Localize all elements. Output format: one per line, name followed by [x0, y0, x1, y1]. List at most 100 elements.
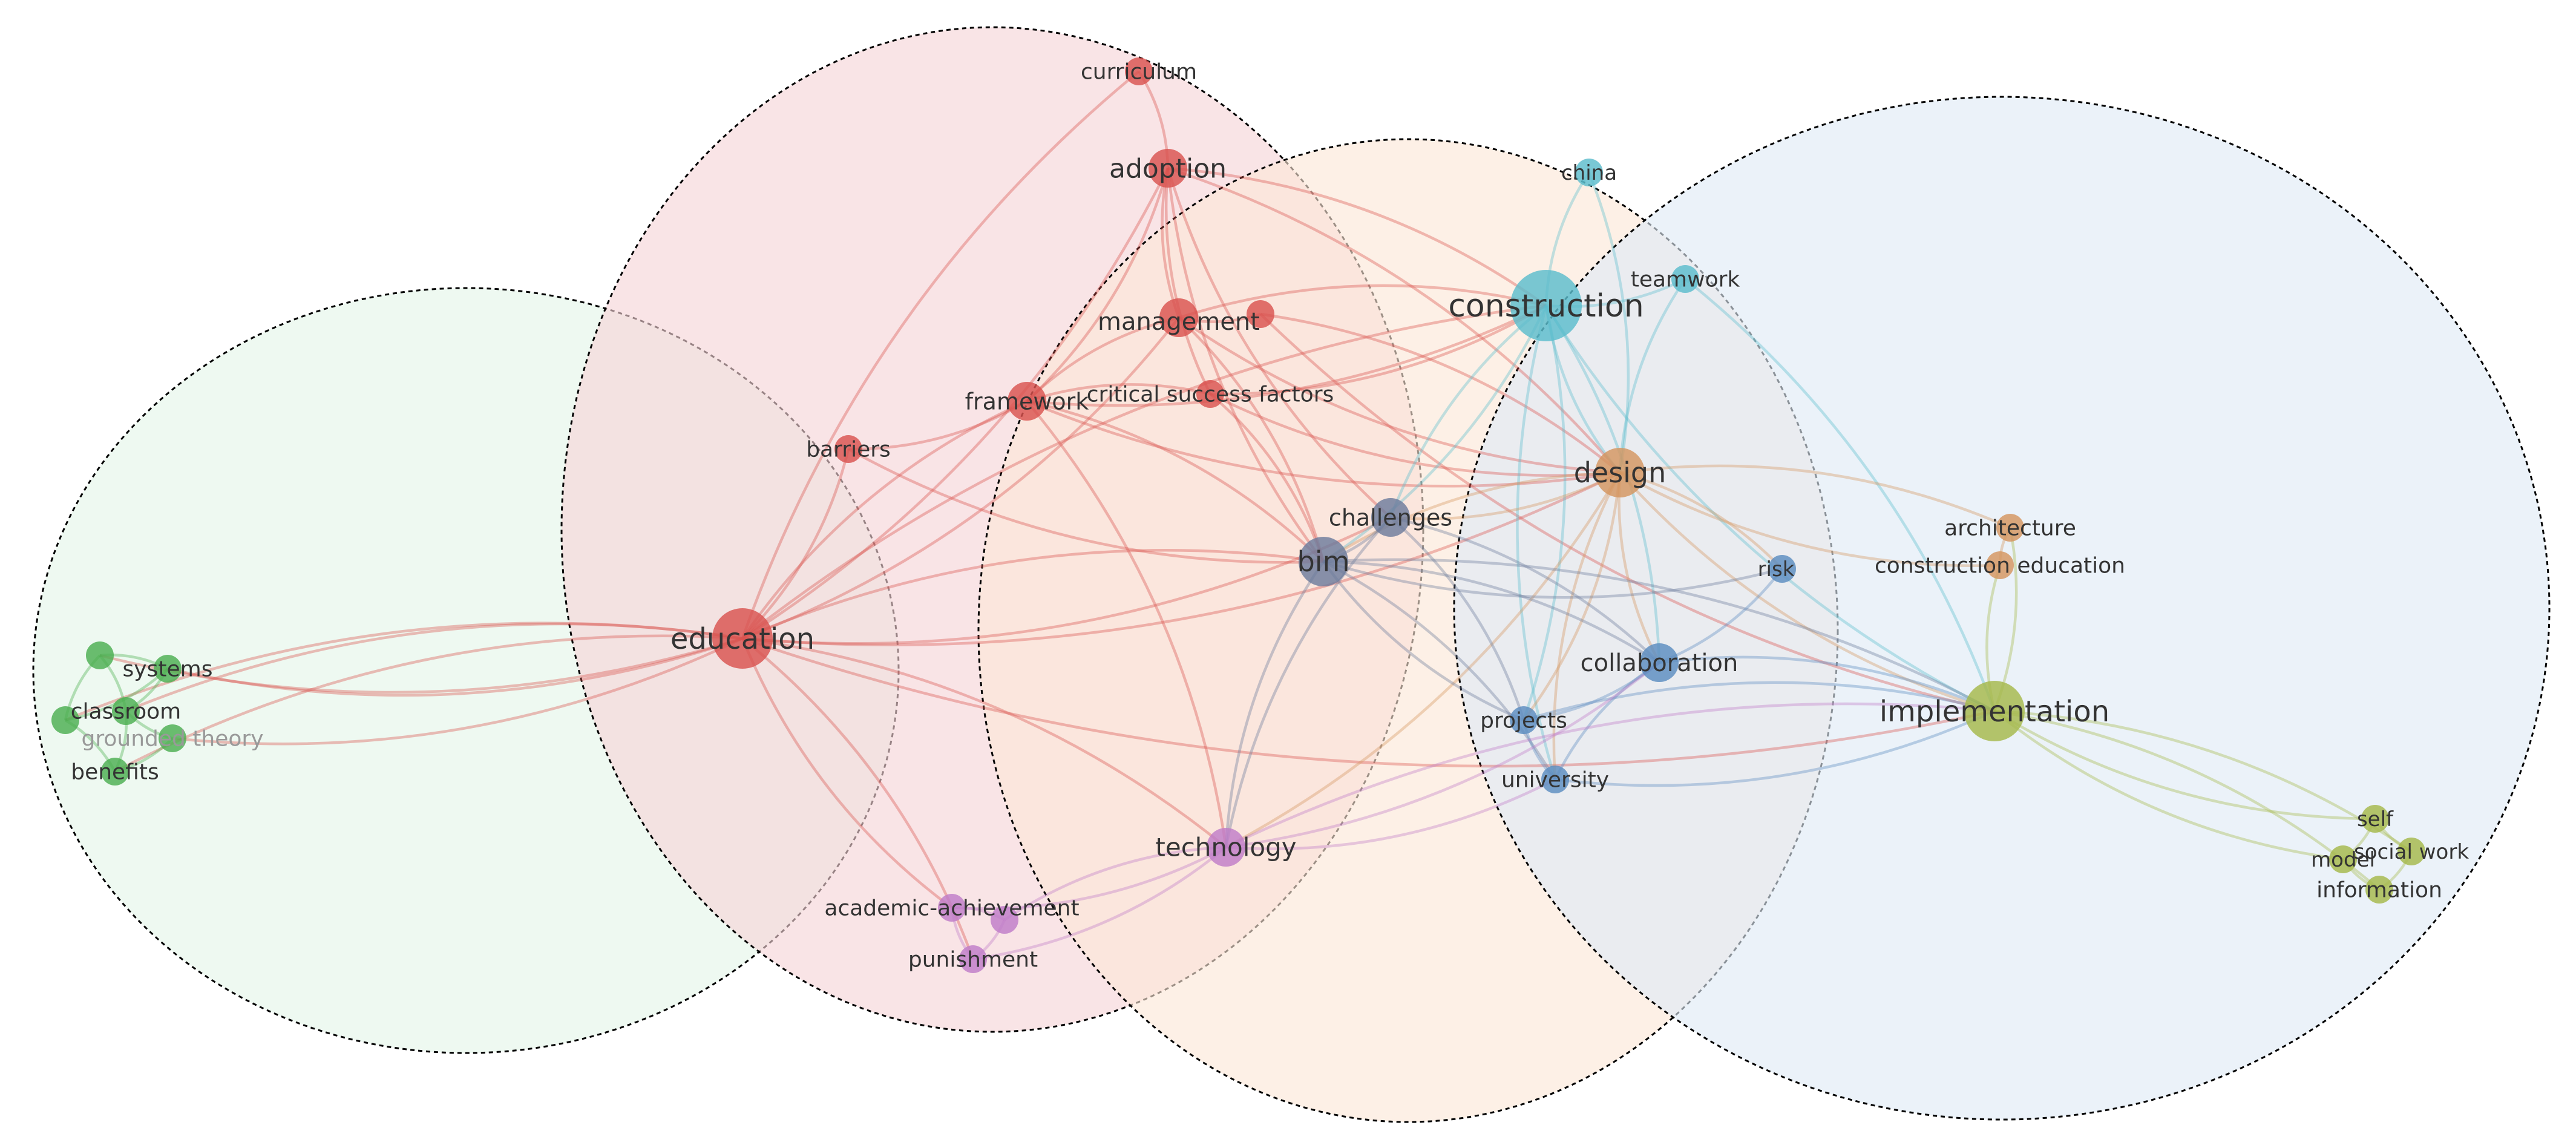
node-projects[interactable]: [1510, 706, 1538, 734]
edge-barriers-bim: [847, 448, 1324, 564]
label-risk: risk: [1758, 557, 1795, 582]
node-grounded-theory[interactable]: [159, 724, 186, 752]
edge-education-construction: [741, 304, 1547, 640]
edge-construction-projects: [1522, 305, 1567, 721]
node-university[interactable]: [1541, 766, 1569, 793]
label-systems: systems: [123, 657, 213, 682]
node-r-extra[interactable]: [1247, 300, 1274, 328]
node-p-extra[interactable]: [991, 906, 1018, 934]
edge-management-design: [1178, 317, 1621, 474]
node-construction[interactable]: [1510, 270, 1582, 341]
node-punishment[interactable]: [959, 945, 987, 973]
edge-construction-bim: [1322, 305, 1548, 563]
edges-layer: [64, 70, 2413, 961]
node-systems[interactable]: [154, 655, 182, 683]
edge-technology-p-extra: [1003, 845, 1227, 921]
label-collaboration: collaboration: [1581, 649, 1739, 677]
edge-design-construction-education: [1619, 471, 2001, 567]
node-barriers[interactable]: [834, 435, 862, 463]
edge-projects-implementation: [1523, 681, 1995, 722]
node-academic-achievement[interactable]: [938, 894, 966, 922]
edge-technology-academic-achievement: [951, 846, 1227, 910]
edge-r-extra-design: [1260, 312, 1621, 474]
label-academic-achievement: academic-achievement: [824, 896, 1079, 921]
edge-technology-punishment: [972, 846, 1227, 961]
edge-framework-bim: [1026, 399, 1325, 563]
node-management[interactable]: [1159, 298, 1198, 337]
node-china[interactable]: [1575, 159, 1603, 186]
label-framework: framework: [965, 388, 1089, 415]
edge-education-grounded-theory: [172, 637, 743, 746]
edge-collaboration-risk: [1659, 568, 1783, 664]
edge-adoption-education: [741, 167, 1170, 640]
edge-design-projects: [1522, 472, 1622, 721]
label-education: education: [670, 622, 814, 656]
label-bim: bim: [1297, 545, 1350, 578]
edge-management-framework: [1026, 316, 1179, 402]
edge-r-extra-implementation: [1259, 313, 1995, 713]
clusters-layer: [32, 26, 2551, 1123]
cluster-blue: [1453, 96, 2551, 1121]
edge-education-systems: [167, 637, 743, 697]
node-teamwork[interactable]: [1671, 265, 1699, 293]
node-model[interactable]: [2329, 845, 2357, 873]
edge-construction-implementation: [1545, 304, 1996, 713]
edge-challenges-technology: [1224, 516, 1392, 848]
node-information[interactable]: [2365, 876, 2393, 904]
edge-technology-implementation: [1225, 702, 1995, 849]
edge-education-g-extra1: [99, 637, 743, 694]
edge-education-management: [742, 317, 1180, 640]
label-construction-education: construction education: [1875, 554, 2125, 579]
edge-implementation-model: [1993, 710, 2344, 861]
node-collaboration[interactable]: [1640, 643, 1679, 682]
node-risk[interactable]: [1768, 555, 1796, 583]
edge-bim-implementation: [1323, 558, 1996, 712]
node-challenges[interactable]: [1371, 498, 1410, 537]
edge-design-university: [1552, 471, 1621, 780]
label-implementation: implementation: [1880, 695, 2109, 729]
label-management: management: [1098, 308, 1260, 336]
edge-adoption-design: [1167, 166, 1621, 474]
edge-implementation-social-work: [1994, 709, 2413, 853]
edge-critical-success-factors-design: [1209, 392, 1621, 477]
label-benefits: benefits: [71, 760, 159, 785]
edge-adoption-construction: [1167, 166, 1547, 307]
node-education[interactable]: [712, 608, 773, 669]
node-classroom[interactable]: [112, 697, 140, 725]
edge-critical-success-factors-bim: [1209, 393, 1325, 562]
node-implementation[interactable]: [1964, 681, 2025, 741]
edge-bim-technology: [1224, 560, 1325, 848]
node-design[interactable]: [1595, 448, 1645, 497]
node-social-work[interactable]: [2397, 838, 2425, 865]
node-g-extra2[interactable]: [51, 706, 79, 734]
label-critical-success-factors: critical success factors: [1087, 382, 1334, 407]
edge-adoption-framework: [1026, 168, 1170, 402]
edge-bim-projects: [1322, 560, 1524, 722]
edge-implementation-information: [1994, 709, 2381, 891]
node-self[interactable]: [2361, 805, 2389, 833]
node-architecture[interactable]: [1996, 514, 2024, 542]
label-information: information: [2316, 878, 2442, 903]
label-teamwork: teamwork: [1631, 267, 1740, 292]
label-construction: construction: [1448, 288, 1644, 324]
label-curriculum: curriculum: [1081, 60, 1197, 85]
edge-university-implementation: [1555, 709, 1995, 787]
node-curriculum[interactable]: [1125, 57, 1153, 85]
node-critical-success-factors[interactable]: [1196, 380, 1224, 408]
edge-adoption-critical-success-factors: [1164, 168, 1212, 395]
label-design: design: [1574, 456, 1667, 489]
edge-education-design: [742, 471, 1621, 646]
edge-education-academic-achievement: [741, 638, 953, 909]
edge-education-curriculum: [741, 70, 1140, 639]
node-bim[interactable]: [1299, 537, 1348, 586]
node-framework[interactable]: [1008, 382, 1046, 421]
node-benefits[interactable]: [101, 758, 129, 786]
edge-design-technology: [1225, 471, 1621, 848]
node-technology[interactable]: [1207, 828, 1245, 867]
edge-management-construction: [1178, 284, 1547, 320]
label-classroom: classroom: [71, 700, 182, 724]
edge-construction-university: [1516, 305, 1557, 780]
node-construction-education[interactable]: [1986, 551, 2014, 579]
node-g-extra1[interactable]: [86, 641, 114, 669]
node-adoption[interactable]: [1149, 149, 1187, 188]
